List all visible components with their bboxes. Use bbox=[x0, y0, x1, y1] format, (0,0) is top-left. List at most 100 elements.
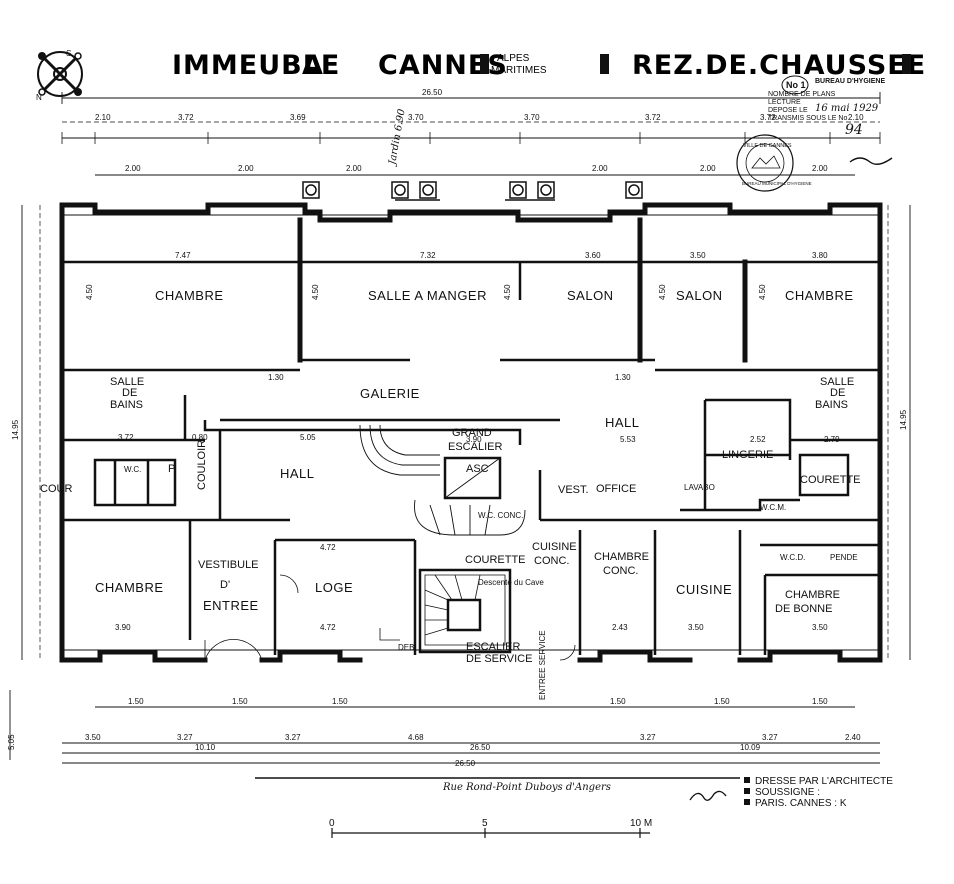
label-p-west: P. bbox=[168, 463, 177, 475]
svg-text:3.90: 3.90 bbox=[466, 435, 482, 444]
svg-text:D': D' bbox=[220, 579, 230, 591]
label-courette-center: COURETTE bbox=[465, 554, 526, 566]
outer-walls bbox=[59, 202, 883, 663]
service-staircase bbox=[424, 574, 506, 646]
svg-text:4.68: 4.68 bbox=[408, 733, 424, 742]
stamp-line4: TRANSMIS SOUS LE No bbox=[768, 115, 847, 122]
svg-text:3.72: 3.72 bbox=[118, 433, 134, 442]
svg-text:3.27: 3.27 bbox=[285, 733, 301, 742]
svg-text:CONC.: CONC. bbox=[534, 555, 569, 567]
label-pende: PENDE bbox=[830, 553, 858, 562]
svg-text:DE: DE bbox=[122, 387, 137, 399]
svg-text:1.50: 1.50 bbox=[332, 697, 348, 706]
svg-text:3.72: 3.72 bbox=[178, 113, 194, 122]
label-hall-west: HALL bbox=[280, 466, 315, 481]
stamp-line1: NOMBRE DE PLANS bbox=[768, 91, 836, 98]
label-chambre-bonne-1: CHAMBRE bbox=[785, 589, 840, 601]
dim-left-total: 5.05 bbox=[7, 734, 16, 750]
label-chambre-conc-1: CHAMBRE bbox=[594, 551, 649, 563]
svg-text:ENTREE: ENTREE bbox=[203, 598, 259, 613]
svg-text:10.10: 10.10 bbox=[195, 743, 216, 752]
stamp-date-handwritten: 16 mai 1929 bbox=[815, 103, 879, 114]
interior-walls-lower bbox=[62, 430, 880, 655]
svg-text:2.00: 2.00 bbox=[125, 164, 141, 173]
label-salon-1: SALON bbox=[567, 288, 614, 303]
svg-text:2.00: 2.00 bbox=[346, 164, 362, 173]
svg-text:5.53: 5.53 bbox=[620, 435, 636, 444]
label-chambre-sw: CHAMBRE bbox=[95, 580, 164, 595]
label-grand-escalier-1: GRAND bbox=[452, 427, 492, 439]
scale-label-0: 0 bbox=[329, 818, 335, 829]
label-wcd: W.C.D. bbox=[780, 553, 805, 562]
label-wcm: W.C.M. bbox=[760, 503, 786, 512]
stamp-line2: LECTURE bbox=[768, 99, 801, 106]
interior-walls-upper bbox=[62, 217, 880, 510]
label-office: OFFICE bbox=[596, 483, 636, 495]
title-region-bottom: MARITIMES bbox=[491, 65, 547, 76]
svg-text:4.50: 4.50 bbox=[85, 284, 94, 300]
svg-text:2.52: 2.52 bbox=[750, 435, 766, 444]
svg-text:DE SERVICE: DE SERVICE bbox=[466, 653, 532, 665]
label-entree-service: ENTREE SERVICE bbox=[538, 630, 547, 700]
svg-text:3.72: 3.72 bbox=[645, 113, 661, 122]
label-couloir: COULOIR bbox=[196, 440, 208, 490]
label-vest: VEST. bbox=[558, 484, 589, 496]
label-loge: LOGE bbox=[315, 580, 353, 595]
svg-text:7.32: 7.32 bbox=[420, 251, 436, 260]
title-a: A bbox=[302, 50, 324, 81]
svg-text:1.50: 1.50 bbox=[232, 697, 248, 706]
svg-text:ESCALIER: ESCALIER bbox=[448, 441, 502, 453]
svg-text:2.10: 2.10 bbox=[848, 113, 864, 122]
svg-text:BAINS: BAINS bbox=[815, 399, 848, 411]
dimension-lines: 26.50 2.10 3.72 3.69 3.70 3.70 3.72 3.72… bbox=[7, 88, 911, 768]
svg-text:26.50: 26.50 bbox=[470, 743, 491, 752]
stamp-office: BUREAU D'HYGIENE bbox=[815, 78, 885, 85]
svg-text:3.27: 3.27 bbox=[762, 733, 778, 742]
svg-text:3.60: 3.60 bbox=[585, 251, 601, 260]
interior-dimensions: 7.47 7.32 3.60 3.50 3.80 4.50 4.50 4.50 … bbox=[85, 251, 840, 632]
grand-staircase bbox=[359, 424, 526, 536]
svg-text:CONC.: CONC. bbox=[603, 565, 638, 577]
svg-text:3.90: 3.90 bbox=[115, 623, 131, 632]
label-salle-bains-e-1: SALLE bbox=[820, 376, 854, 388]
svg-text:DE BONNE: DE BONNE bbox=[775, 603, 832, 615]
svg-text:1.50: 1.50 bbox=[812, 697, 828, 706]
label-chambre-nw: CHAMBRE bbox=[155, 288, 224, 303]
street-name: Rue Rond-Point Duboys d'Angers bbox=[442, 782, 611, 793]
stamp-number-handwritten: 94 bbox=[845, 122, 863, 138]
label-salle-manger: SALLE A MANGER bbox=[368, 288, 487, 303]
svg-text:7.47: 7.47 bbox=[175, 251, 191, 260]
svg-text:5.05: 5.05 bbox=[300, 433, 316, 442]
svg-text:1.30: 1.30 bbox=[268, 373, 284, 382]
svg-text:2.00: 2.00 bbox=[700, 164, 716, 173]
svg-text:1.30: 1.30 bbox=[615, 373, 631, 382]
architect-line1: DRESSE PAR L'ARCHITECTE bbox=[755, 776, 893, 787]
dim-overall-depth-right: 14.95 bbox=[899, 409, 908, 430]
hygiene-stamp: No 1 BUREAU D'HYGIENE NOMBRE DE PLANS LE… bbox=[736, 75, 893, 192]
title-block: IMMEUBLE A CANNES ALPES MARITIMES REZ.DE… bbox=[172, 50, 925, 81]
svg-text:3.50: 3.50 bbox=[690, 251, 706, 260]
label-wc-conc: W.C. CONC. bbox=[478, 511, 523, 520]
architect-line3: PARIS. CANNES : K bbox=[755, 798, 847, 809]
architect-line2: SOUSSIGNE : bbox=[755, 787, 820, 798]
seal-line1: VILLE DE CANNES bbox=[743, 143, 792, 149]
label-vestibule-1: VESTIBULE bbox=[198, 559, 259, 571]
label-ascenseur: ASC bbox=[466, 463, 489, 475]
svg-text:0.80: 0.80 bbox=[192, 433, 208, 442]
label-lavabo: LAVABO bbox=[684, 483, 715, 492]
doors bbox=[204, 574, 576, 661]
svg-text:1.50: 1.50 bbox=[714, 697, 730, 706]
svg-text:3.80: 3.80 bbox=[812, 251, 828, 260]
svg-text:4.50: 4.50 bbox=[758, 284, 767, 300]
svg-text:4.50: 4.50 bbox=[311, 284, 320, 300]
svg-text:4.50: 4.50 bbox=[503, 284, 512, 300]
svg-text:2.10: 2.10 bbox=[95, 113, 111, 122]
svg-text:3.69: 3.69 bbox=[290, 113, 306, 122]
svg-text:3.50: 3.50 bbox=[688, 623, 704, 632]
svg-text:3.27: 3.27 bbox=[177, 733, 193, 742]
svg-text:3.70: 3.70 bbox=[524, 113, 540, 122]
svg-text:10.09: 10.09 bbox=[740, 743, 761, 752]
compass-rose-icon: S N bbox=[36, 49, 83, 102]
label-cuisine: CUISINE bbox=[676, 582, 732, 597]
